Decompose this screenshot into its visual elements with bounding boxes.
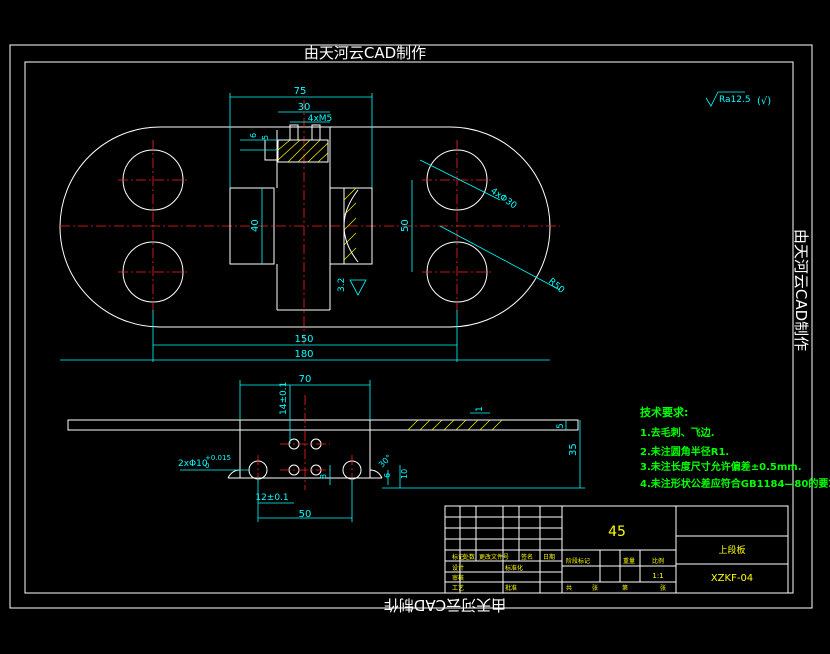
svg-text:4xM5: 4xM5 [308,114,333,124]
svg-text:2.未注圆角半径R1.: 2.未注圆角半径R1. [640,445,729,458]
svg-text:75: 75 [294,86,307,97]
svg-text:更改文件号: 更改文件号 [479,553,509,561]
svg-text:标准化: 标准化 [505,564,523,572]
svg-text:70: 70 [299,374,312,385]
svg-text:工艺: 工艺 [452,584,464,592]
svg-text:张: 张 [660,584,666,592]
svg-text:重量: 重量 [623,557,635,565]
svg-text:Ra12.5: Ra12.5 [719,95,751,105]
technical-notes: 技术要求: 1.去毛刺、飞边. 2.未注圆角半径R1. 3.未注长度尺寸允许偏差… [640,405,830,490]
svg-text:3.未注长度尺寸允许偏差±0.5mm.: 3.未注长度尺寸允许偏差±0.5mm. [640,460,802,473]
watermark-top: 由天河云CAD制作 [304,44,426,62]
svg-text:5: 5 [261,135,270,140]
front-view: 70 14±0.1 1 5 35 2xΦ10 +0.015 0 8 6 10 3… [67,374,585,522]
svg-text:45: 45 [608,524,626,540]
svg-text:4.未注形状公差应符合GB1184—80的要求.: 4.未注形状公差应符合GB1184—80的要求. [640,477,830,490]
plate-outline [59,126,551,328]
svg-text:30°: 30° [377,453,393,469]
svg-text:签名: 签名 [521,553,533,561]
svg-text:设计: 设计 [452,564,464,572]
svg-text:阶段标记: 阶段标记 [566,557,590,565]
svg-text:2xΦ10: 2xΦ10 [178,459,208,469]
svg-text:35: 35 [568,443,579,456]
svg-text:共: 共 [566,584,572,592]
watermark-bottom: 由天河云CAD制作 [384,596,506,614]
svg-text:50: 50 [400,219,411,232]
svg-text:0: 0 [205,462,209,470]
svg-text:14±0.1: 14±0.1 [279,382,289,415]
svg-text:上段板: 上段板 [718,544,745,556]
watermark-right: 由天河云CAD制作 [792,229,810,351]
svg-text:3.2: 3.2 [337,278,347,292]
svg-text:1.去毛刺、飞边.: 1.去毛刺、飞边. [640,426,715,439]
svg-text:(√): (√) [757,96,771,107]
svg-text:5: 5 [556,423,566,429]
svg-text:6: 6 [383,473,392,478]
svg-text:30: 30 [298,102,311,113]
svg-text:40: 40 [250,219,261,232]
roughness-symbol: Ra12.5 (√) [705,91,771,107]
svg-text:150: 150 [294,334,313,345]
svg-text:处数: 处数 [463,553,475,561]
svg-text:6: 6 [249,133,258,138]
title-block: 45 上段板 XZKF-04 1:1 标记 处数 更改文件号 签名 日期 设计 … [444,505,789,594]
svg-text:8: 8 [319,474,328,479]
top-view: 75 30 4xM5 6 5 40 50 4xΦ30 R50 150 180 3… [59,86,566,362]
outer-frame [9,44,813,609]
svg-text:1:1: 1:1 [652,572,663,580]
svg-text:批准: 批准 [505,584,517,592]
svg-text:审核: 审核 [452,574,464,582]
svg-text:第: 第 [622,584,628,592]
svg-text:4xΦ30: 4xΦ30 [488,186,518,211]
svg-text:技术要求:: 技术要求: [640,405,688,419]
svg-text:比例: 比例 [652,557,664,565]
svg-text:10: 10 [400,469,409,479]
svg-text:+0.015: +0.015 [205,454,231,462]
svg-text:日期: 日期 [543,553,555,561]
svg-text:标记: 标记 [452,553,464,561]
svg-text:50: 50 [299,509,312,520]
inner-frame [24,61,794,594]
svg-text:XZKF-04: XZKF-04 [711,573,753,584]
svg-text:1: 1 [475,406,485,412]
svg-text:张: 张 [592,584,598,592]
base-plate [67,419,579,431]
svg-text:R50: R50 [546,277,566,296]
svg-text:180: 180 [294,349,313,360]
svg-text:12±0.1: 12±0.1 [255,493,288,503]
